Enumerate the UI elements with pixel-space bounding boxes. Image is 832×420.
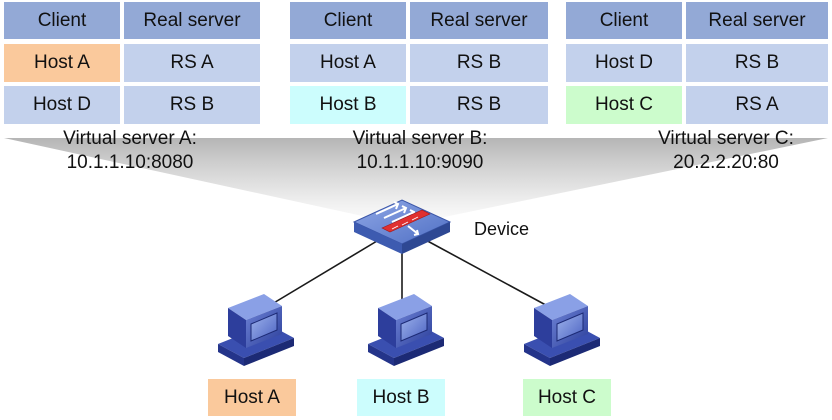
table-c-row1-client: Host D: [566, 44, 682, 82]
virtual-server-fan: [4, 138, 828, 222]
table-b-row2-client: Host B: [290, 86, 406, 124]
table-a-row2-real-server: RS B: [124, 86, 260, 124]
desktop-computer-icon: [218, 294, 294, 366]
table-a-row2-client: Host D: [4, 86, 120, 124]
link-device-host-c: [421, 237, 556, 311]
desktop-computer-icon: [368, 294, 444, 366]
host-b-label: Host B: [357, 379, 445, 416]
table-b-row1-real-server: RS B: [410, 44, 548, 82]
virtual-server-a-label: Virtual server A: 10.1.1.10:8080: [40, 127, 220, 175]
table-c-header-real-server: Real server: [686, 2, 828, 39]
table-b-header-real-server: Real server: [410, 2, 548, 39]
host-a-computer[interactable]: [218, 294, 294, 366]
table-c-header-client: Client: [566, 2, 682, 39]
virtual-server-b-address: 10.1.1.10:9090: [356, 152, 484, 173]
table-a-header-client: Client: [4, 2, 120, 39]
desktop-computer-icon: [524, 294, 600, 366]
host-a-label: Host A: [208, 379, 296, 416]
device-label: Device: [474, 219, 530, 239]
table-c-row2-client: Host C: [566, 86, 682, 124]
table-c-row2-real-server: RS A: [686, 86, 828, 124]
virtual-server-a-name: Virtual server A:: [63, 128, 197, 149]
virtual-server-c-name: Virtual server C:: [658, 128, 794, 149]
table-c-row1-real-server: RS B: [686, 44, 828, 82]
host-b-computer[interactable]: [368, 294, 444, 366]
table-b-row1-client: Host A: [290, 44, 406, 82]
table-a-row1-client: Host A: [4, 44, 120, 82]
link-device-host-a: [261, 237, 383, 311]
firewall-switch-icon[interactable]: [352, 199, 452, 254]
table-a-row1-real-server: RS A: [124, 44, 260, 82]
table-b-row2-real-server: RS B: [410, 86, 548, 124]
virtual-server-c-label: Virtual server C: 20.2.2.20:80: [636, 127, 816, 175]
virtual-server-b-name: Virtual server B:: [352, 128, 488, 149]
host-c-label: Host C: [523, 379, 611, 416]
host-c-computer[interactable]: [524, 294, 600, 366]
table-a-header-real-server: Real server: [124, 2, 260, 39]
table-b-header-client: Client: [290, 2, 406, 39]
virtual-server-a-address: 10.1.1.10:8080: [66, 152, 194, 173]
virtual-server-b-label: Virtual server B: 10.1.1.10:9090: [330, 127, 510, 175]
virtual-server-c-address: 20.2.2.20:80: [673, 152, 779, 173]
